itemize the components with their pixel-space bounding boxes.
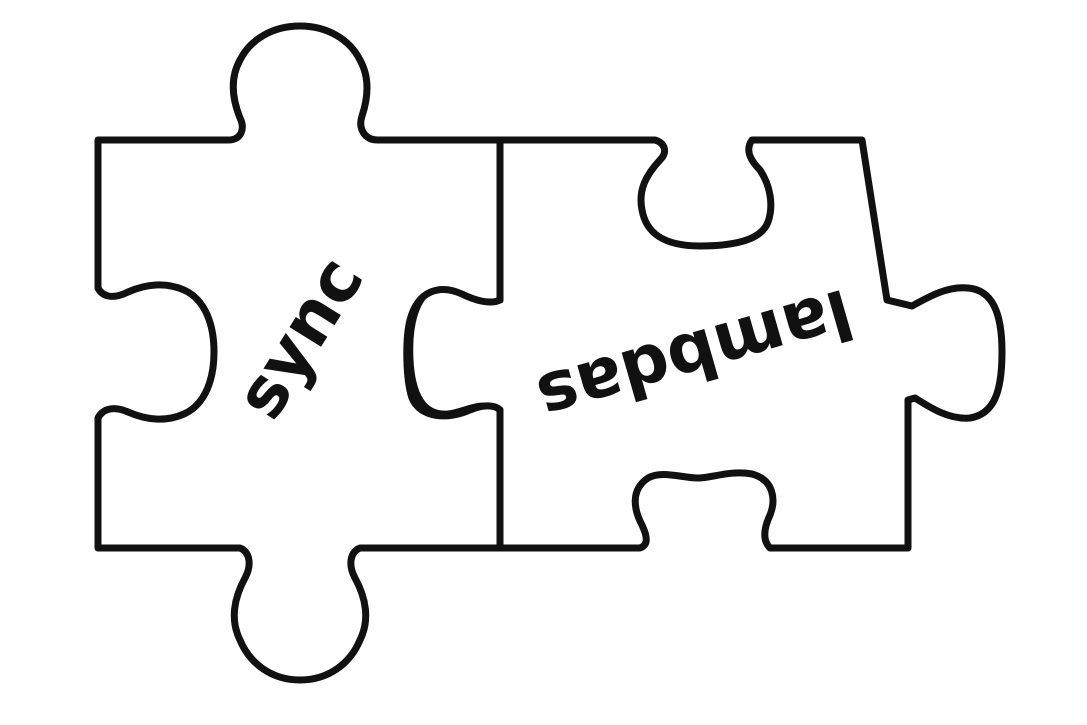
puzzle-piece-left-outline [94, 22, 504, 684]
puzzle-piece-left [94, 22, 504, 684]
